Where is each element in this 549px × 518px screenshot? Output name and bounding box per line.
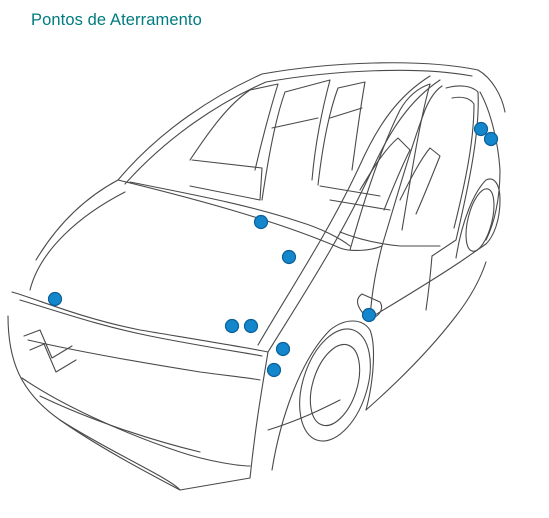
fog-area [39,395,201,453]
front-wheel-arch [271,320,375,471]
front-fender-line [249,351,269,479]
b-pillar [381,85,443,247]
a-pillar-inner [257,75,431,346]
side-sill [365,261,487,411]
rear-wheel-arch [455,178,501,259]
grounding-point[interactable] [224,318,240,334]
side-mirror [356,293,383,319]
door-bottom-line [369,243,487,319]
grounding-point[interactable] [47,291,63,307]
rear-wheel-outer [465,188,495,252]
windshield-bar-2 [271,117,319,129]
sunroof-frame-mid [261,79,331,201]
grounding-point[interactable] [275,341,291,357]
dash-inner [189,167,263,201]
grounding-point[interactable] [483,131,499,147]
car-outline [7,62,506,491]
rear-window [431,85,479,257]
front-door-window [349,83,431,251]
grounding-point[interactable] [253,214,269,230]
side-body-line [267,399,341,431]
bumper-lower-line [21,377,251,467]
front-wheel-inner [309,343,361,427]
hood-front-edge [35,179,119,261]
hood-crease [29,191,126,291]
front-upper-edge [11,291,269,353]
front-wheel-outer [299,328,371,442]
headlight-top [19,299,263,357]
front-bumper [7,315,181,491]
seat-rear [399,147,441,215]
windshield-bar-1 [191,159,263,169]
bumper-bottom [59,419,251,491]
grounding-point[interactable] [266,362,282,378]
grille-chevron-lower [29,343,77,373]
sunroof-frame-right [317,81,366,186]
page-title: Pontos de Aterramento [31,11,202,29]
rear-door-edge [425,255,433,311]
grounding-points [47,121,499,378]
hood-rear-edge [117,179,383,251]
interior-line-b [319,185,381,197]
rear-window-inner [451,96,475,229]
grounding-point[interactable] [281,249,297,265]
rear-quarter [479,91,501,241]
grounding-point[interactable] [361,307,377,323]
interior-floor [339,231,441,247]
dash-line [129,181,351,247]
grounding-point[interactable] [473,121,489,137]
seat-back-front [359,137,411,211]
grounding-point[interactable] [243,318,259,334]
grille-chevron-upper [23,329,73,359]
roof-outline [117,62,506,181]
headlight-bottom [27,339,261,381]
interior-line-a [329,199,391,211]
roof-inner-line [124,69,473,185]
front-door-edge [369,245,383,319]
windshield-bar-3 [329,107,363,119]
a-pillar-outer [267,79,441,353]
sunroof-frame-left [189,83,279,171]
